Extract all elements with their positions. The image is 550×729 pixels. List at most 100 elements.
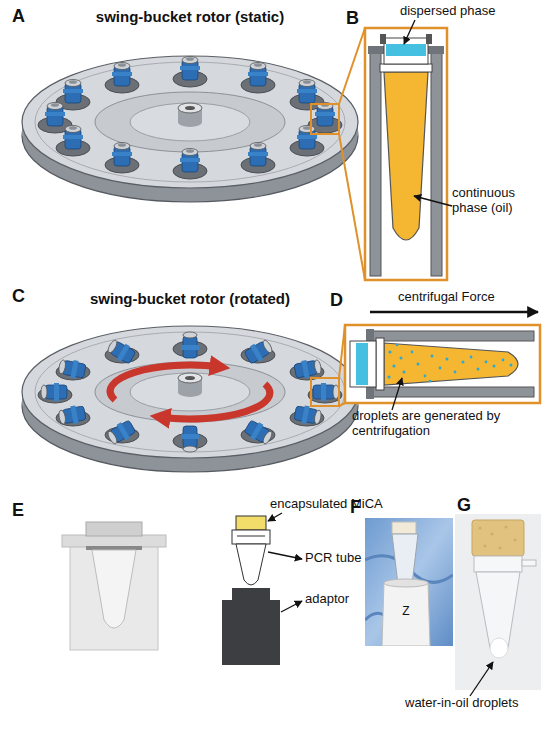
rotating-rotor: [181, 426, 199, 452]
tube-schematic: [236, 544, 266, 585]
photo-droplet-tube: [514, 539, 517, 542]
rotating-rotor: [105, 418, 137, 447]
static-rotor: [297, 80, 317, 104]
rotated-bucket-inset: [510, 364, 513, 367]
rotating-rotor: [22, 326, 358, 472]
tube-schematic: [268, 513, 282, 521]
photo-droplet-tube: [479, 527, 482, 530]
rotating-rotor: [294, 357, 323, 380]
static-rotor: [180, 57, 200, 81]
panel-letter: B: [346, 8, 366, 29]
static-rotor: [248, 63, 268, 87]
zoom-callout: [339, 28, 365, 104]
rotated-bucket-inset: [370, 311, 538, 314]
static-bucket-inset: [404, 20, 415, 44]
rotated-bucket-inset: [439, 367, 442, 370]
rotated-bucket-inset: [429, 380, 432, 383]
tube-render: [86, 546, 142, 550]
rotating-rotor: [41, 383, 67, 401]
rotated-bucket-inset: [485, 361, 488, 364]
tube-schematic: [222, 513, 302, 665]
panel-letter: F: [350, 497, 370, 518]
rotated-bucket-inset: [403, 371, 406, 374]
static-rotor: [22, 56, 358, 202]
static-bucket-inset: [365, 20, 452, 280]
photo-adaptor: [392, 522, 416, 534]
photo-adaptor: [365, 518, 453, 646]
rotated-bucket-inset: [356, 343, 368, 385]
photo-adaptor: [384, 579, 428, 587]
rotating-rotor: [105, 337, 137, 366]
panel-letter: D: [330, 290, 350, 311]
zoom-callout: [311, 104, 339, 134]
static-bucket-inset: [428, 46, 444, 54]
photo-droplet-tube: [484, 545, 487, 548]
panel-title: swing-bucket rotor (rotated): [60, 290, 320, 307]
static-bucket-inset: [384, 72, 428, 240]
rotating-rotor: [110, 365, 220, 400]
rotated-bucket-inset: [446, 358, 449, 361]
photo-droplet-tube: [505, 526, 508, 529]
annotation-label: encapsulated MiCA: [270, 497, 410, 512]
photo-droplet-tube: [472, 520, 524, 556]
annotation-label: dispersed phase: [400, 4, 530, 19]
annotation-label: adaptor: [305, 592, 395, 607]
rotating-rotor: [22, 326, 358, 472]
panel-letter: G: [457, 495, 477, 516]
photo-droplet-tube: [455, 514, 541, 690]
static-bucket-inset: [380, 34, 386, 44]
rotating-rotor: [313, 383, 339, 401]
photo-droplet-tube: [499, 547, 502, 550]
static-rotor: [297, 126, 317, 150]
photo-adaptor: [382, 582, 430, 646]
static-rotor: [248, 143, 268, 167]
static-bucket-inset: [386, 44, 426, 56]
rotated-bucket-inset: [345, 325, 540, 403]
static-bucket-inset: [380, 64, 432, 72]
tube-render: [86, 522, 142, 536]
tube-schematic: [268, 552, 302, 559]
rotating-rotor: [58, 404, 87, 427]
rotated-bucket-inset: [376, 338, 384, 390]
rotating-rotor: [58, 357, 87, 380]
photo-droplet-tube: [479, 526, 517, 550]
rotated-bucket-inset: [454, 371, 457, 374]
annotation-label: droplets are generated by centrifugation: [352, 409, 544, 439]
static-rotor: [38, 71, 342, 179]
static-rotor: [63, 80, 83, 104]
rotated-bucket-inset: [477, 368, 480, 371]
tube-schematic: [232, 530, 270, 544]
annotation-label: centrifugal Force: [398, 290, 543, 305]
rotated-bucket-inset: [388, 350, 391, 353]
static-rotor: [315, 103, 335, 127]
photo-droplet-tube: [522, 560, 536, 566]
static-bucket-inset: [384, 38, 428, 64]
annotation-label: PCR tube: [305, 551, 395, 566]
rotated-bucket-inset: [431, 355, 434, 358]
tube-render: [92, 550, 136, 628]
rotated-bucket-inset: [387, 344, 512, 383]
rotated-bucket-inset: [350, 341, 376, 387]
static-bucket-inset: [368, 46, 384, 54]
static-rotor: [180, 149, 200, 173]
rotated-bucket-inset: [411, 351, 414, 354]
zoom-callout: [311, 378, 339, 406]
tube-render: [62, 535, 166, 547]
tube-schematic: [237, 536, 265, 537]
panel-title: swing-bucket rotor (static): [60, 8, 320, 25]
static-rotor: [112, 63, 132, 87]
static-rotor: [63, 126, 83, 150]
panel-letter: A: [12, 6, 36, 27]
static-rotor: [45, 103, 65, 127]
rotated-bucket-inset: [345, 312, 540, 410]
static-bucket-inset: [414, 196, 452, 206]
rotated-bucket-inset: [387, 375, 390, 378]
rotating-rotor: [294, 404, 323, 427]
photo-marking: Z: [394, 605, 418, 619]
rotated-bucket-inset: [396, 344, 399, 347]
photo-droplet-tube: [474, 556, 522, 572]
rotated-bucket-inset: [392, 364, 395, 367]
rotated-bucket-inset: [400, 357, 403, 360]
